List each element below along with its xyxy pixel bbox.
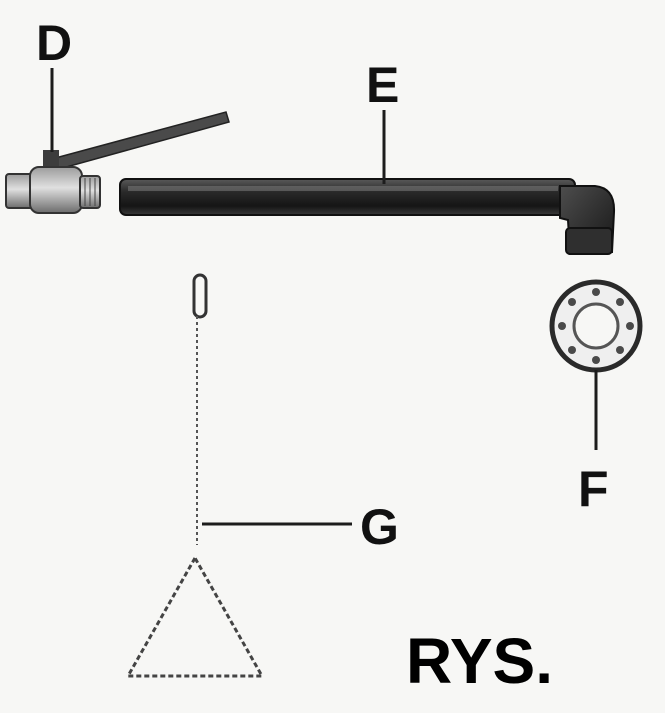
label-d: D [36,15,72,71]
sprinkler-ring [549,279,643,373]
ball-valve [5,111,230,214]
elbow-outlet [565,227,613,255]
ring-holes [558,288,634,364]
pipe-highlight [128,186,558,191]
pipe-tube [119,178,576,216]
pipe [119,178,616,256]
ring-inner [572,302,620,350]
figure-caption: RYS. [406,625,553,697]
valve-body [29,166,83,214]
valve-lever [47,111,230,172]
label-g: G [360,499,399,555]
label-f: F [578,461,609,517]
pull-triangle [125,554,265,678]
label-e: E [366,57,399,113]
valve-stem [43,150,59,170]
rod-loop [192,273,208,319]
pull-rod [125,273,265,678]
